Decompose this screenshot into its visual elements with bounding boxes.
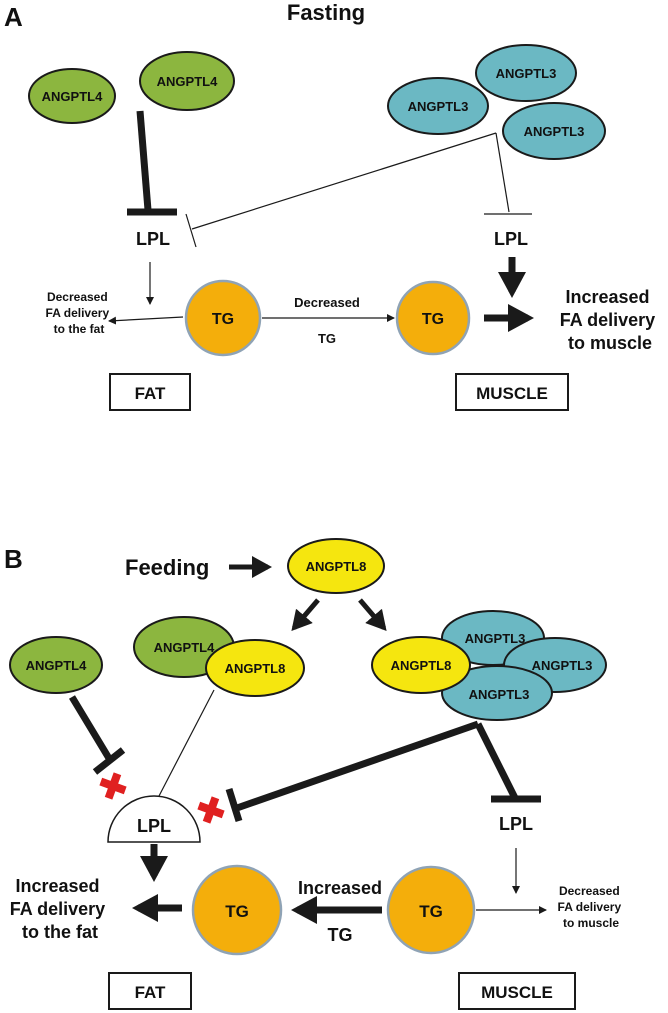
angptl8-ellipse bbox=[371, 636, 471, 694]
angptl4-label: ANGPTL4 bbox=[42, 89, 103, 104]
fat-box bbox=[108, 972, 192, 1010]
fat-box bbox=[109, 373, 191, 411]
tg-muscle-label: TG bbox=[422, 311, 444, 328]
muscle-box-label: MUSCLE bbox=[481, 983, 553, 1002]
angptl8-label: ANGPTL8 bbox=[225, 661, 286, 676]
tg-fat-label: TG bbox=[212, 311, 234, 328]
panel-b: B Feeding ANGPTL8 ANGPTL4 ANGPTL4 ANGPTL… bbox=[4, 538, 625, 1010]
red-x-icon bbox=[99, 772, 127, 800]
feeding-label: Feeding bbox=[125, 555, 209, 580]
angptl4-label: ANGPTL4 bbox=[26, 658, 87, 673]
inhibition-line bbox=[474, 722, 519, 800]
muscle-delivery-label: Decreased FA delivery to muscle bbox=[558, 884, 625, 930]
decreased-tg-label: Decreased bbox=[294, 295, 360, 310]
angptl3-label: ANGPTL3 bbox=[532, 658, 593, 673]
muscle-delivery-label: Increased FA delivery to muscle bbox=[560, 287, 660, 353]
angptl8-ellipse bbox=[205, 639, 305, 697]
inhibition-bar bbox=[185, 213, 197, 248]
angptl3-label: ANGPTL3 bbox=[469, 687, 530, 702]
arrow bbox=[291, 598, 320, 632]
angptl8-ellipse bbox=[287, 538, 385, 594]
tg-muscle-circle bbox=[386, 865, 476, 955]
lpl-muscle-label: LPL bbox=[494, 229, 528, 249]
angptl3-ellipse bbox=[441, 665, 553, 721]
angptl8-label: ANGPTL8 bbox=[391, 658, 452, 673]
tg-muscle-circle bbox=[395, 280, 471, 356]
tg-fat-label: TG bbox=[225, 902, 249, 921]
inhibition-bar bbox=[225, 787, 243, 823]
increased-tg-label: Increased bbox=[298, 878, 382, 898]
inhibition-line bbox=[69, 695, 113, 762]
muscle-box bbox=[455, 373, 569, 411]
red-x-icon bbox=[197, 796, 225, 824]
angptl3-ellipse bbox=[387, 77, 489, 135]
fat-box-label: FAT bbox=[135, 983, 166, 1002]
arrow bbox=[358, 598, 387, 632]
inhibition-line bbox=[191, 132, 497, 230]
angptl4-label: ANGPTL4 bbox=[157, 74, 218, 89]
increased-tg-label: TG bbox=[328, 925, 353, 945]
panel-a-letter: A bbox=[4, 2, 23, 32]
angptl3-label: ANGPTL3 bbox=[496, 66, 557, 81]
lpl-fat-label: LPL bbox=[137, 816, 171, 836]
panel-a-title: Fasting bbox=[287, 0, 365, 25]
inhibition-line bbox=[235, 720, 480, 812]
muscle-box bbox=[458, 972, 576, 1010]
fat-delivery-label: Decreased FA delivery to the fat bbox=[46, 290, 113, 336]
inhibition-line bbox=[136, 110, 152, 211]
angptl3-label: ANGPTL3 bbox=[465, 631, 526, 646]
fat-box-label: FAT bbox=[135, 384, 166, 403]
angptl4-ellipse bbox=[9, 636, 103, 694]
inhibition-bar bbox=[92, 747, 126, 775]
angptl4-ellipse bbox=[139, 51, 235, 111]
tg-fat-circle bbox=[191, 864, 283, 956]
angptl3-ellipse bbox=[502, 102, 606, 160]
lpl-muscle-label: LPL bbox=[499, 814, 533, 834]
arrow bbox=[108, 316, 184, 325]
angptl8-label: ANGPTL8 bbox=[306, 559, 367, 574]
panel-b-letter: B bbox=[4, 544, 23, 574]
tg-fat-circle bbox=[184, 279, 262, 357]
muscle-box-label: MUSCLE bbox=[476, 384, 548, 403]
angptl4-ellipse bbox=[28, 68, 116, 124]
angptl3-ellipse bbox=[475, 44, 577, 102]
fat-delivery-label: Increased FA delivery to the fat bbox=[10, 876, 110, 942]
inhibition-line bbox=[495, 132, 510, 213]
angptl4-label: ANGPTL4 bbox=[154, 640, 215, 655]
lpl-fat-semicircle bbox=[107, 795, 201, 843]
decreased-tg-label: TG bbox=[318, 331, 336, 346]
lpl-fat-label: LPL bbox=[136, 229, 170, 249]
angptl3-label: ANGPTL3 bbox=[408, 99, 469, 114]
panel-a: A Fasting ANGPTL4 ANGPTL4 ANGPTL3 ANGPTL… bbox=[4, 0, 660, 411]
angptl3-label: ANGPTL3 bbox=[524, 124, 585, 139]
tg-muscle-label: TG bbox=[419, 902, 443, 921]
connector-line bbox=[158, 689, 215, 797]
